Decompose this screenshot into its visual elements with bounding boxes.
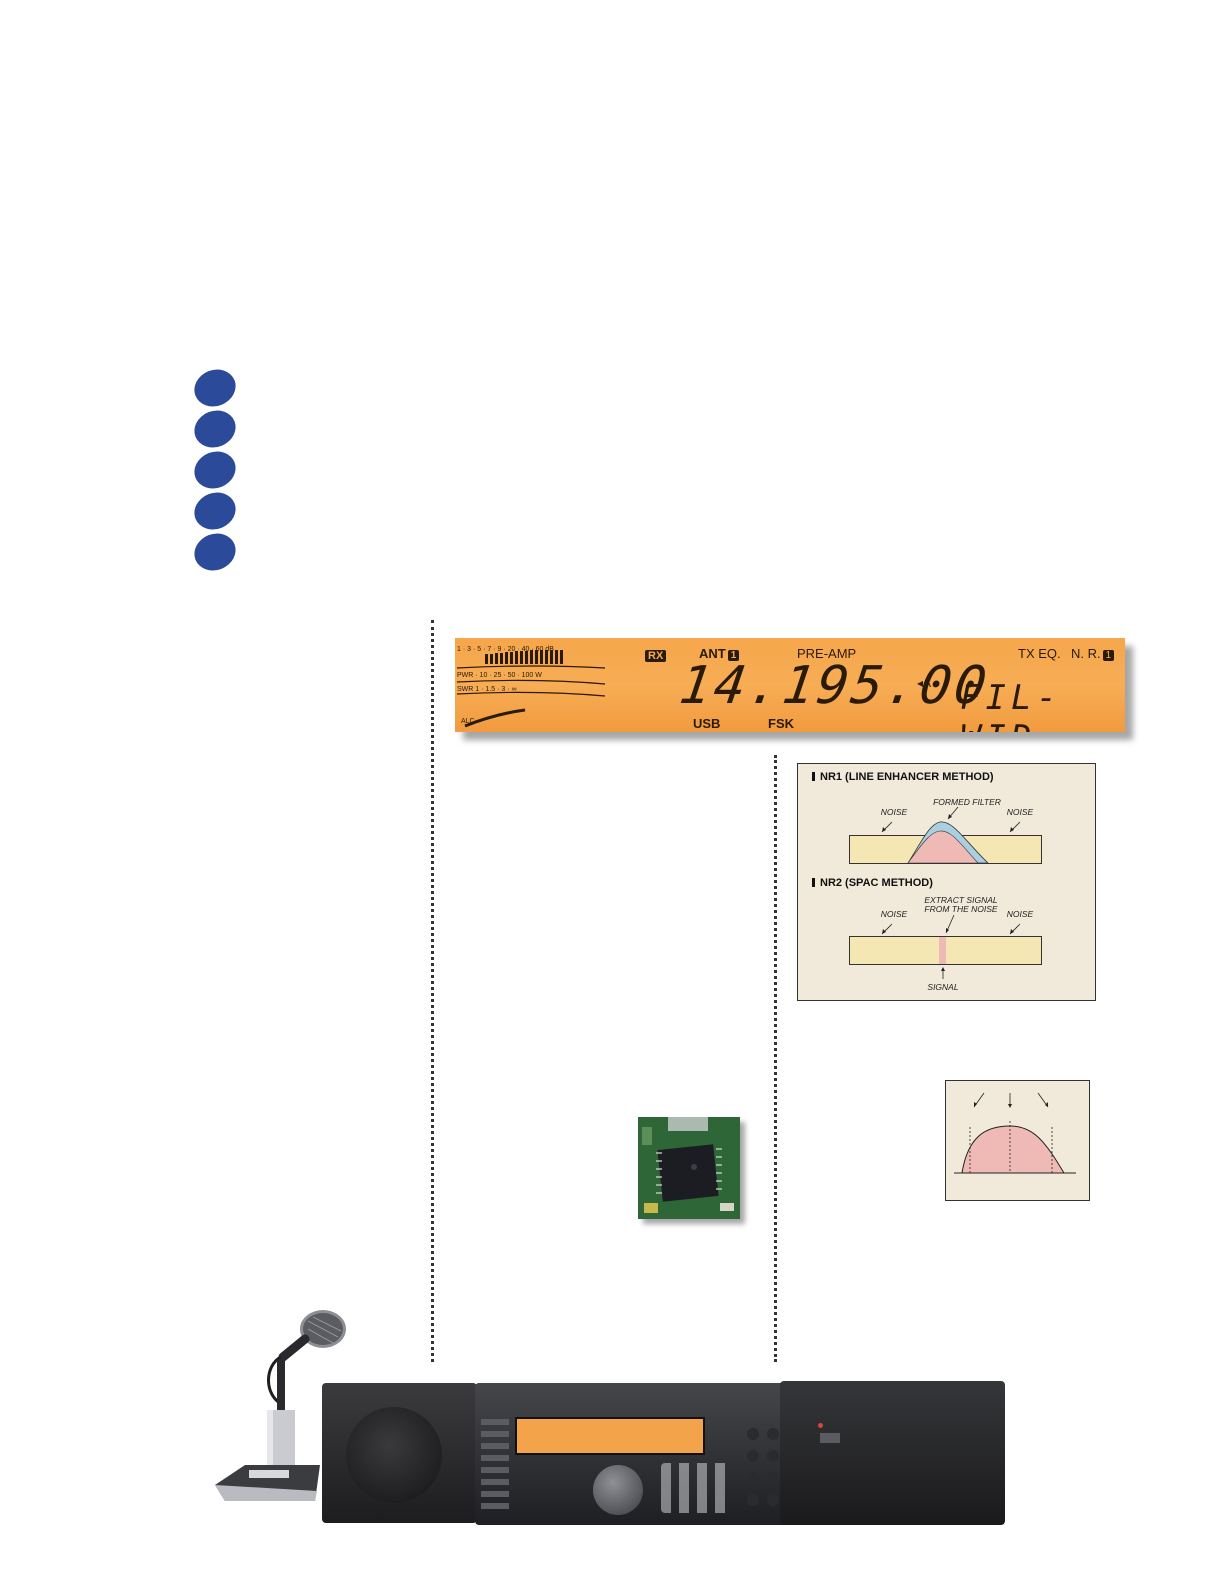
mode-fsk: FSK (768, 716, 794, 731)
speaker-grille (346, 1407, 442, 1503)
dotted-separator-right (774, 755, 777, 1362)
nr1-title-text: NR1 (LINE ENHANCER METHOD) (820, 771, 994, 783)
mode-usb: USB (693, 716, 721, 731)
dsp-chip-photo (638, 1117, 740, 1219)
nr2-extract-line2: FROM THE NOISE (924, 904, 998, 914)
dsp-chip-graphic (638, 1117, 740, 1219)
left-controls (481, 1419, 509, 1515)
main-tuning-knob (593, 1465, 643, 1515)
nr2-title: NR2 (SPAC METHOD) (812, 877, 933, 889)
knob-cluster (743, 1423, 783, 1513)
bandwidth-diagram (945, 1080, 1090, 1201)
nr2-extract-line1: EXTRACT SIGNAL (924, 895, 998, 905)
bullet-oval-4 (188, 486, 242, 536)
vfo-indicator: ◂A (917, 676, 932, 690)
nr2-noise-right-label: NOISE (1006, 909, 1034, 919)
nr2-title-text: NR2 (SPAC METHOD) (820, 877, 933, 889)
alc-label: ALC (461, 718, 475, 725)
dotted-separator-left (431, 620, 434, 1362)
transceiver (475, 1383, 793, 1525)
nr1-formed-filter-label: FORMED FILTER (933, 797, 1001, 807)
rx-badge-text: RX (645, 650, 667, 662)
power-led (818, 1423, 823, 1428)
keypad (661, 1463, 731, 1513)
nr1-title: NR1 (LINE ENHANCER METHOD) (812, 771, 994, 783)
s-meter-scale-bot: SWR 1 · 1.5 · 3 · ∞ (457, 686, 517, 693)
noise-reduction-diagram: NR1 (LINE ENHANCER METHOD) FORMED FILTER… (797, 763, 1096, 1001)
transceiver-lcd (515, 1417, 705, 1455)
bullet-oval-3 (188, 445, 242, 495)
nr2-signal-label: SIGNAL (927, 982, 959, 992)
filter-readout: FIL-WID (960, 678, 1062, 732)
power-supply (780, 1381, 1005, 1525)
lcd-display: 1 · 3 · 5 · 7 · 9 · 20 · 40 · 60 dB PWR … (455, 638, 1125, 732)
s-meter-graphic (456, 650, 606, 728)
bandwidth-curve-graphic (954, 1092, 1076, 1174)
bullet-oval-1 (188, 363, 242, 413)
nr2-noise-left-label: NOISE (880, 909, 908, 919)
nr1-noise-right-label: NOISE (1006, 807, 1034, 817)
external-speaker (322, 1383, 477, 1523)
nr-number: 1 (1102, 650, 1115, 661)
s-meter-scale-mid: PWR · 10 · 25 · 50 · 100 W (457, 672, 542, 679)
nr-indicator: N. R.1 (1071, 646, 1115, 661)
desk-microphone-graphic (215, 1310, 346, 1501)
tx-eq-indicator: TX EQ. (1018, 646, 1061, 661)
nr1-noise-left-label: NOISE (880, 807, 908, 817)
preamp-indicator: PRE-AMP (797, 646, 857, 661)
bullet-oval-5 (188, 527, 242, 577)
power-switch (820, 1433, 840, 1443)
ant-number: 1 (727, 650, 740, 661)
radio-station-photo (205, 1305, 1010, 1530)
frequency-readout: 14.195.00 (675, 656, 993, 716)
ant-label: ANT (699, 646, 726, 661)
nr2-signal-graphic (881, 914, 1021, 979)
bullet-oval-2 (188, 404, 242, 454)
nr1-curve-graphic (881, 806, 1021, 864)
rx-badge: RX (643, 646, 667, 664)
nr-label: N. R. (1071, 646, 1101, 661)
s-meter-scale-top: 1 · 3 · 5 · 7 · 9 · 20 · 40 · 60 dB (457, 646, 554, 653)
